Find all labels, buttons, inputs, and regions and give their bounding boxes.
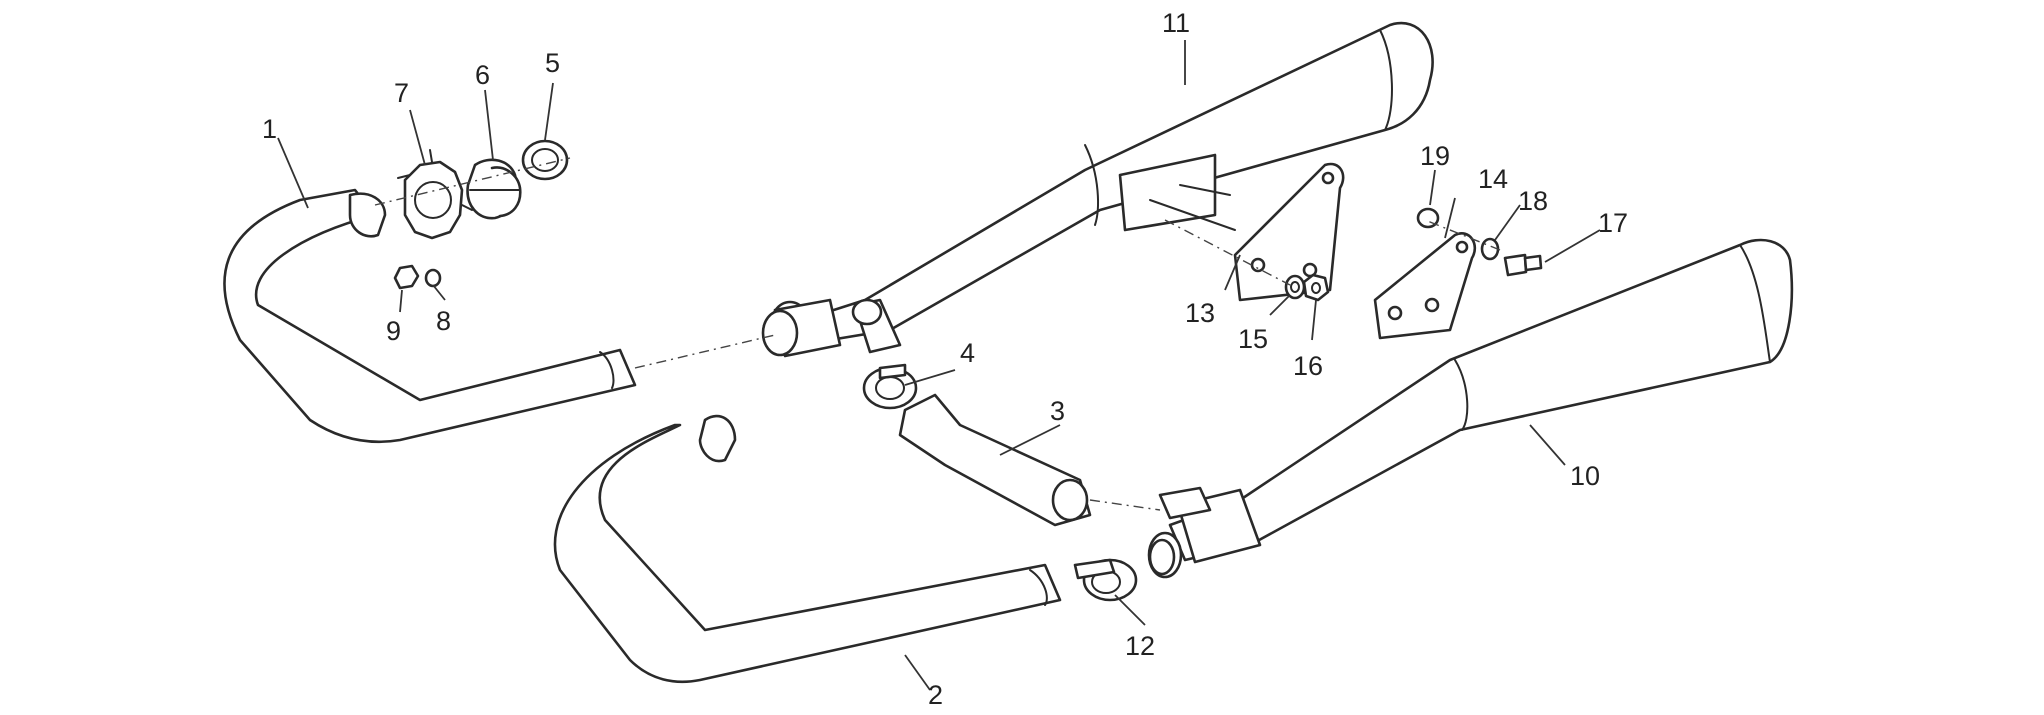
callout-16: 16 xyxy=(1293,351,1323,381)
part-15-washer xyxy=(1284,274,1306,300)
callout-2: 2 xyxy=(928,680,943,710)
callout-19: 19 xyxy=(1420,141,1450,171)
part-18-washer xyxy=(1480,237,1500,261)
callout-14: 14 xyxy=(1478,164,1508,194)
callout-10: 10 xyxy=(1570,461,1600,491)
part-12-clamp xyxy=(1073,558,1138,602)
part-3-crossover-pipe xyxy=(898,393,1092,527)
part-16-nut xyxy=(1302,273,1330,302)
callout-labels: 1 2 3 4 5 6 7 8 9 10 11 12 13 14 15 16 1… xyxy=(262,8,1628,710)
part-7-flange xyxy=(397,149,473,240)
callout-12: 12 xyxy=(1125,631,1155,661)
callout-15: 15 xyxy=(1238,324,1268,354)
callout-18: 18 xyxy=(1518,186,1548,216)
callout-6: 6 xyxy=(475,60,490,90)
callout-13: 13 xyxy=(1185,298,1215,328)
callout-1: 1 xyxy=(262,114,277,144)
part-4-clamp xyxy=(862,363,918,410)
callout-8: 8 xyxy=(436,306,451,336)
part-2-lower-header-pipe xyxy=(553,414,1062,684)
callout-3: 3 xyxy=(1050,396,1065,426)
callout-4: 4 xyxy=(960,338,975,368)
part-11-upper-silencer xyxy=(761,21,1434,358)
part-6-split-collet xyxy=(466,158,522,220)
callout-5: 5 xyxy=(545,48,560,78)
callout-7: 7 xyxy=(394,78,409,108)
part-13-bracket xyxy=(1149,162,1345,302)
part-9-nut xyxy=(393,264,420,290)
part-4-coupler xyxy=(851,298,902,354)
callout-9: 9 xyxy=(386,316,401,346)
part-5-gasket xyxy=(521,139,569,181)
callout-11: 11 xyxy=(1162,8,1190,38)
part-1-upper-header-pipe xyxy=(223,188,637,444)
part-14-bracket xyxy=(1373,232,1477,340)
part-10-lower-silencer xyxy=(1147,238,1794,579)
part-17-bolt xyxy=(1503,253,1543,277)
part-8-washer xyxy=(424,268,442,288)
callout-17: 17 xyxy=(1598,208,1628,238)
